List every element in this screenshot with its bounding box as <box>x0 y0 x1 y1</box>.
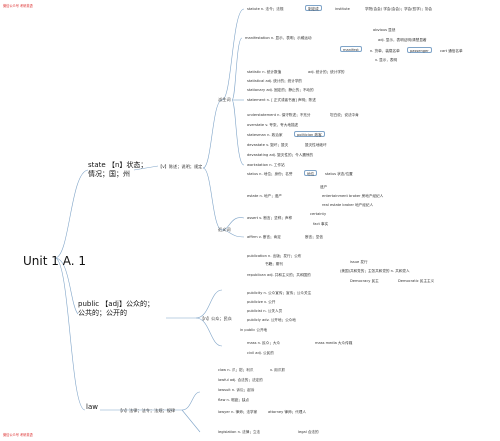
state-derivation-label: 派生词 <box>218 97 231 102</box>
state-synonym-label: 近义词 <box>218 227 231 232</box>
public-d4: (美国)共和党的；主张共和党的 n. 共和党人 <box>340 269 410 273</box>
public-d13: mass media 大众传媒 <box>315 341 353 345</box>
public-title: public 【adj】公众的； 公共的；公开的 <box>78 300 154 317</box>
public-d3: republican adj. 共和主义的；共和国的 <box>247 273 311 277</box>
state-d24: devastating adj. 毁灭性的；令人震惊的 <box>247 153 314 157</box>
state-d0: statute n. 法令；法规 <box>247 7 284 11</box>
public-d14: civil adj. 公民的 <box>247 351 274 355</box>
state-d28: status 状态/位置 <box>325 172 353 176</box>
state-s1: certainty <box>310 212 327 216</box>
state-d29: estate n. 地产；遗产 <box>247 194 282 198</box>
law-d5: lawyer n. 律师；法学家 <box>218 410 258 414</box>
state-s2: fact 事实 <box>313 222 329 226</box>
state-d17: understatement n. 保守陈述；不充分 <box>247 113 311 117</box>
public-d10: publicly adv. 公开地；公众地 <box>247 318 296 322</box>
state-d26: status n. 地位；身份；名誉 <box>247 172 293 176</box>
state-d30: 遗产 <box>320 185 328 189</box>
state-d21: politician 政客 <box>294 131 325 137</box>
law-d4: flaw n. 瑕疵；缺点 <box>218 398 250 402</box>
public-d0: publication n. 出版；发行；公布 <box>247 254 302 258</box>
public-d7: publicity n. 公众宣传；宣传；公众关注 <box>247 291 312 295</box>
law-title: law <box>86 403 98 411</box>
public-pos: 【n】公众；民众 <box>200 316 232 321</box>
public-d12: mass n. 民众；大众 <box>247 341 281 345</box>
public-d2: issue 发行 <box>350 260 368 264</box>
state-d14: statistical adj. 统计的；统计学的 <box>247 79 303 83</box>
law-d8: legal 合法的 <box>298 430 319 434</box>
law-d0: claw n. 爪；钳；利爪 <box>218 368 254 372</box>
state-d2: institute <box>335 7 350 11</box>
state-d32: real estate broker 地产经纪人 <box>322 203 374 207</box>
state-d10: cart 通信名单 <box>440 49 463 53</box>
state-d18: 坦白说；说法中肯 <box>330 113 359 117</box>
state-d20: statesman n. 政治家 <box>247 133 283 137</box>
root-node: Unit 1 A. 1 <box>23 254 86 268</box>
state-d6: obvious 显然 <box>373 28 396 32</box>
state-d13: adj. 统计的；统计学的 <box>308 70 345 74</box>
state-d11: v. 显示，表明 <box>375 58 398 62</box>
state-title: state 【n】状态； 情况；国；州 <box>88 161 148 178</box>
state-d22: devastate v. 毁坏；毁灭 <box>247 143 289 147</box>
watermark-bottom-left: 微信公众号 考研英语 <box>3 433 33 437</box>
state-d31: entertainment broker 房地产经纪人 <box>322 194 384 198</box>
state-d7: adj. 显示，表明证明/清楚显著 <box>378 38 427 42</box>
state-d9: passenger <box>407 47 432 53</box>
state-d12: statistic n. 统计数值 <box>247 70 282 74</box>
public-d5: Democracy 民主 <box>350 279 379 283</box>
state-s0: assert v. 断言；坚称；声称 <box>247 216 293 220</box>
state-d27: 地位 <box>304 170 318 176</box>
public-d11: in public 公开地 <box>240 328 268 332</box>
state-d5: manifest <box>340 46 362 52</box>
law-pos: 【n】法律；法令；法规；规律 <box>118 408 176 413</box>
state-s4: 断言；坚信 <box>305 235 323 239</box>
state-d8: n. 货单，装载名单 <box>370 49 400 53</box>
state-pos: 【v】陈述；说明；规定 <box>158 164 203 169</box>
state-d16: statement n. [ 正式或者书面] 声明；陈述 <box>247 98 316 102</box>
public-d6: Democratic 民主主义 <box>398 279 435 283</box>
watermark-top-left: 微信公众号 考研英语 <box>3 4 33 8</box>
state-s3: affirm v. 断言；肯定 <box>247 235 281 239</box>
law-d6: attorney 律师；代理人 <box>268 410 306 414</box>
state-d3: 学院(会会) 学会(会会)；学会(哲学)；协会 <box>365 7 433 11</box>
state-d1: 制定成 <box>305 5 322 11</box>
law-d2: lawful adj. 合法的；法定的 <box>218 378 263 382</box>
public-d9: publicist n. 公关人员 <box>247 309 283 313</box>
law-d1: v. 用爪抓 <box>270 368 285 372</box>
state-d19: overstate v. 夸张，夸大地描述 <box>247 123 299 127</box>
state-d25: workstation n. 工作站 <box>247 163 285 167</box>
law-d7: legislation n. 法律；立法 <box>218 430 261 434</box>
state-d15: stationary adj. 固定的；静止的；不动的 <box>247 88 314 92</box>
public-d8: publicize v. 公开 <box>247 300 276 304</box>
state-d23: 毁灭性地破坏 <box>305 143 327 147</box>
public-d1: 书籍；期刊 <box>265 262 283 266</box>
state-d4: manifestation n. 显示，表明；示威运动 <box>245 36 312 40</box>
law-d3: lawsuit n. 诉讼；起诉 <box>218 388 255 392</box>
